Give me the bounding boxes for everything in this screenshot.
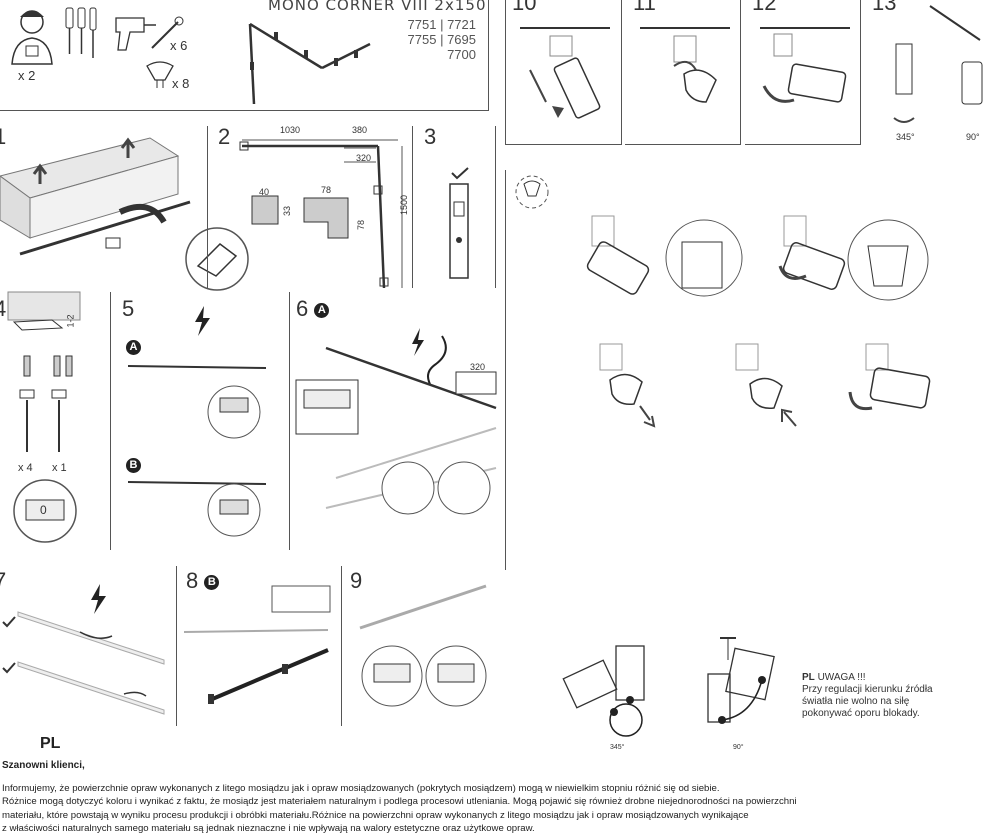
warning-lang: PL [802, 672, 815, 683]
step-2-number: 2 [218, 124, 231, 149]
step-3-number: 3 [424, 124, 437, 149]
step10-spotlight-tilt [520, 27, 610, 119]
step5b-track-feed [127, 481, 267, 537]
dim-1-2: 1-2 [65, 314, 76, 328]
step-12-number: 12 [752, 0, 777, 15]
angle-90-label: 90° [966, 132, 980, 142]
footer-line-4: z właściwości naturalnych samego materia… [2, 823, 535, 834]
footer-lang: PL [40, 735, 61, 752]
step5a-track-feed [127, 365, 267, 439]
step3-check-mark [451, 167, 469, 180]
lightning-icon [195, 306, 210, 336]
step5-panel [110, 292, 290, 550]
dim-380: 380 [352, 125, 368, 135]
footer-greeting: Szanowni klienci, [2, 760, 85, 771]
rotation-345-diagram [562, 645, 645, 737]
screw-icon [151, 16, 184, 49]
warning-title: UWAGA !!! [817, 672, 866, 683]
step7-check-1 [2, 616, 16, 628]
dim-40: 40 [259, 187, 270, 197]
step12-rotate-head [760, 27, 850, 103]
rotate-bulb-icon [515, 175, 549, 209]
footer-line-1: Informujemy, że powierzchnie opraw wykon… [2, 783, 720, 794]
dim-1500: 1500 [399, 194, 410, 216]
footer-line-3: materiału, które powstają w wyniku proce… [2, 810, 749, 821]
adjust-step-a [586, 215, 743, 297]
step1-connector-detail [185, 227, 249, 291]
adjust-step-c [599, 343, 656, 428]
model-name: MONO CORNER VIII 2x150 [268, 0, 487, 14]
adjust-panel-divider [505, 170, 506, 570]
step12-panel [745, 0, 861, 145]
step-11-number: 11 [633, 0, 656, 15]
step11-panel [625, 0, 741, 145]
rotation-90-diagram [707, 637, 775, 724]
dim-33: 33 [282, 205, 293, 217]
step4-anchors [19, 355, 73, 452]
step4-ceiling-detail [7, 291, 81, 331]
step10-panel [505, 0, 622, 145]
screws-qty: x 6 [170, 38, 188, 53]
product-code-3: 7700 [447, 47, 476, 62]
header-panel [0, 0, 489, 111]
product-code-1: 7751 | 7721 [407, 17, 476, 32]
warning-block: PL UWAGA !!! Przy regulacji kierunku źró… [802, 672, 962, 720]
step4-zero: 0 [40, 503, 47, 517]
step5-variant-a: A [126, 340, 141, 355]
adjust-step-b [778, 215, 929, 301]
step-8-number: 8 B [186, 568, 220, 593]
step-10-number: 10 [512, 0, 537, 15]
step4-terminal-detail [13, 479, 77, 543]
rotation-345-label: 345° [610, 744, 625, 751]
step-7-number: 7 [0, 568, 7, 593]
warning-body: Przy regulacji kierunku źródła światła n… [802, 684, 933, 719]
step6-wiring-diagram [295, 328, 497, 515]
screwdrivers-icon [65, 7, 97, 58]
step3-panel [412, 126, 496, 288]
step-5-number: 5 [122, 296, 135, 321]
footer-line-2: Różnice mogą dotyczyć koloru i wynikać z… [2, 796, 797, 807]
step-6-digit: 6 [296, 296, 309, 321]
corner-track-diagram [248, 22, 371, 105]
dim-78-vertical: 78 [356, 219, 367, 231]
dim-78: 78 [321, 185, 332, 195]
step4-x4: x 4 [18, 462, 33, 474]
dim-1030: 1030 [280, 125, 301, 135]
step-13-number: 13 [872, 0, 897, 15]
installer-icon [11, 10, 53, 65]
rotation-90-label: 90° [733, 744, 744, 751]
bulb-icon [146, 61, 174, 88]
step-6-number: 6 A [296, 296, 330, 321]
step9-cover-assembly [359, 584, 487, 707]
product-code-2: 7755 | 7695 [407, 32, 476, 47]
step8-panel [176, 566, 342, 726]
bulbs-qty: x 8 [172, 76, 190, 91]
step8-track-assembly [183, 585, 331, 704]
step8-variant-b: B [204, 574, 220, 590]
dim-320-b: 320 [470, 362, 486, 372]
step13-rotation-limits [893, 5, 983, 123]
adjust-step-d [735, 343, 797, 427]
step6-variant-a: A [314, 302, 330, 318]
step-1-number: 1 [0, 124, 7, 149]
step-9-number: 9 [350, 568, 363, 593]
adjust-step-e [848, 343, 931, 411]
dim-320: 320 [356, 153, 372, 163]
step2-dimension-diagram [239, 139, 403, 289]
step1-unboxing-track [0, 137, 191, 256]
angle-345-label: 345° [896, 132, 915, 142]
step-8-digit: 8 [186, 568, 199, 593]
drill-icon [115, 17, 156, 51]
step3-mount-detail [449, 183, 469, 279]
step11-bulb-removal [640, 27, 730, 103]
step7-check-2 [2, 662, 16, 674]
step-4-number: 4 [0, 296, 7, 321]
installer-qty: x 2 [18, 68, 36, 83]
step2-panel [207, 126, 413, 288]
step4-x1: x 1 [52, 462, 67, 474]
step7-tracks [17, 611, 165, 715]
lightning-icon-step7 [91, 584, 106, 614]
step5-variant-b: B [126, 458, 141, 473]
